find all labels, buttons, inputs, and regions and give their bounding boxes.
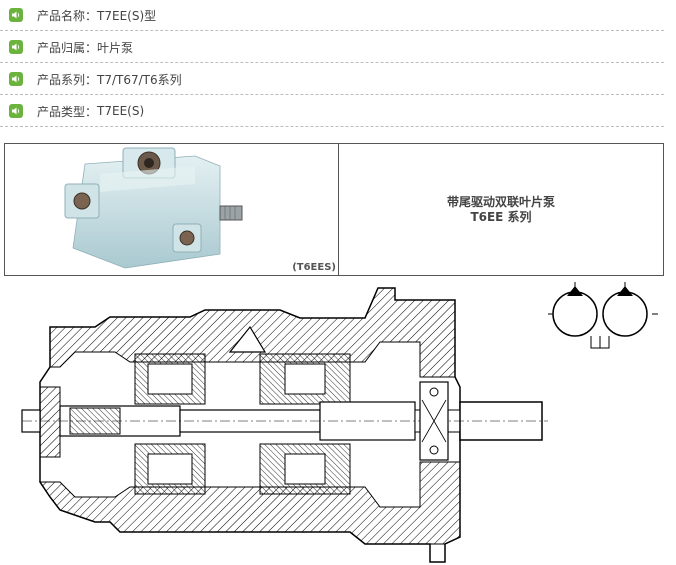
info-row-type: 产品类型： T7EE(S) — [0, 96, 664, 127]
product-image-cell: (T6EES) — [5, 144, 339, 275]
info-row-series: 产品系列： T7/T67/T6系列 — [0, 64, 664, 95]
speaker-icon — [9, 104, 23, 118]
product-info-list: 产品名称： T7EE(S)型 产品归属： 叶片泵 产品系列： T7/T67/T6… — [0, 0, 664, 128]
info-value: T7EE(S)型 — [97, 8, 157, 23]
model-tag: (T6EES) — [292, 262, 336, 273]
info-value: 叶片泵 — [97, 40, 134, 55]
speaker-icon — [9, 72, 23, 86]
product-title: 带尾驱动双联叶片泵 — [446, 194, 555, 209]
product-table: (T6EES) 带尾驱动双联叶片泵 T6EE 系列 — [4, 143, 664, 276]
speaker-icon — [9, 40, 23, 54]
speaker-icon — [9, 8, 23, 22]
pump-cross-section-drawing — [21, 287, 548, 563]
info-row-category: 产品归属： 叶片泵 — [0, 32, 664, 63]
product-series: T6EE 系列 — [470, 209, 532, 224]
info-value: T7EE(S) — [97, 104, 145, 118]
pump-photo — [64, 147, 243, 269]
info-label: 产品类型： — [37, 104, 98, 119]
double-pump-hydraulic-symbol — [548, 282, 658, 349]
info-value: T7/T67/T6系列 — [97, 72, 182, 87]
info-row-name: 产品名称： T7EE(S)型 — [0, 0, 664, 31]
product-title-cell: 带尾驱动双联叶片泵 T6EE 系列 — [339, 144, 663, 275]
info-label: 产品归属： — [37, 40, 98, 55]
info-label: 产品名称： — [37, 8, 98, 23]
info-label: 产品系列： — [37, 72, 98, 87]
